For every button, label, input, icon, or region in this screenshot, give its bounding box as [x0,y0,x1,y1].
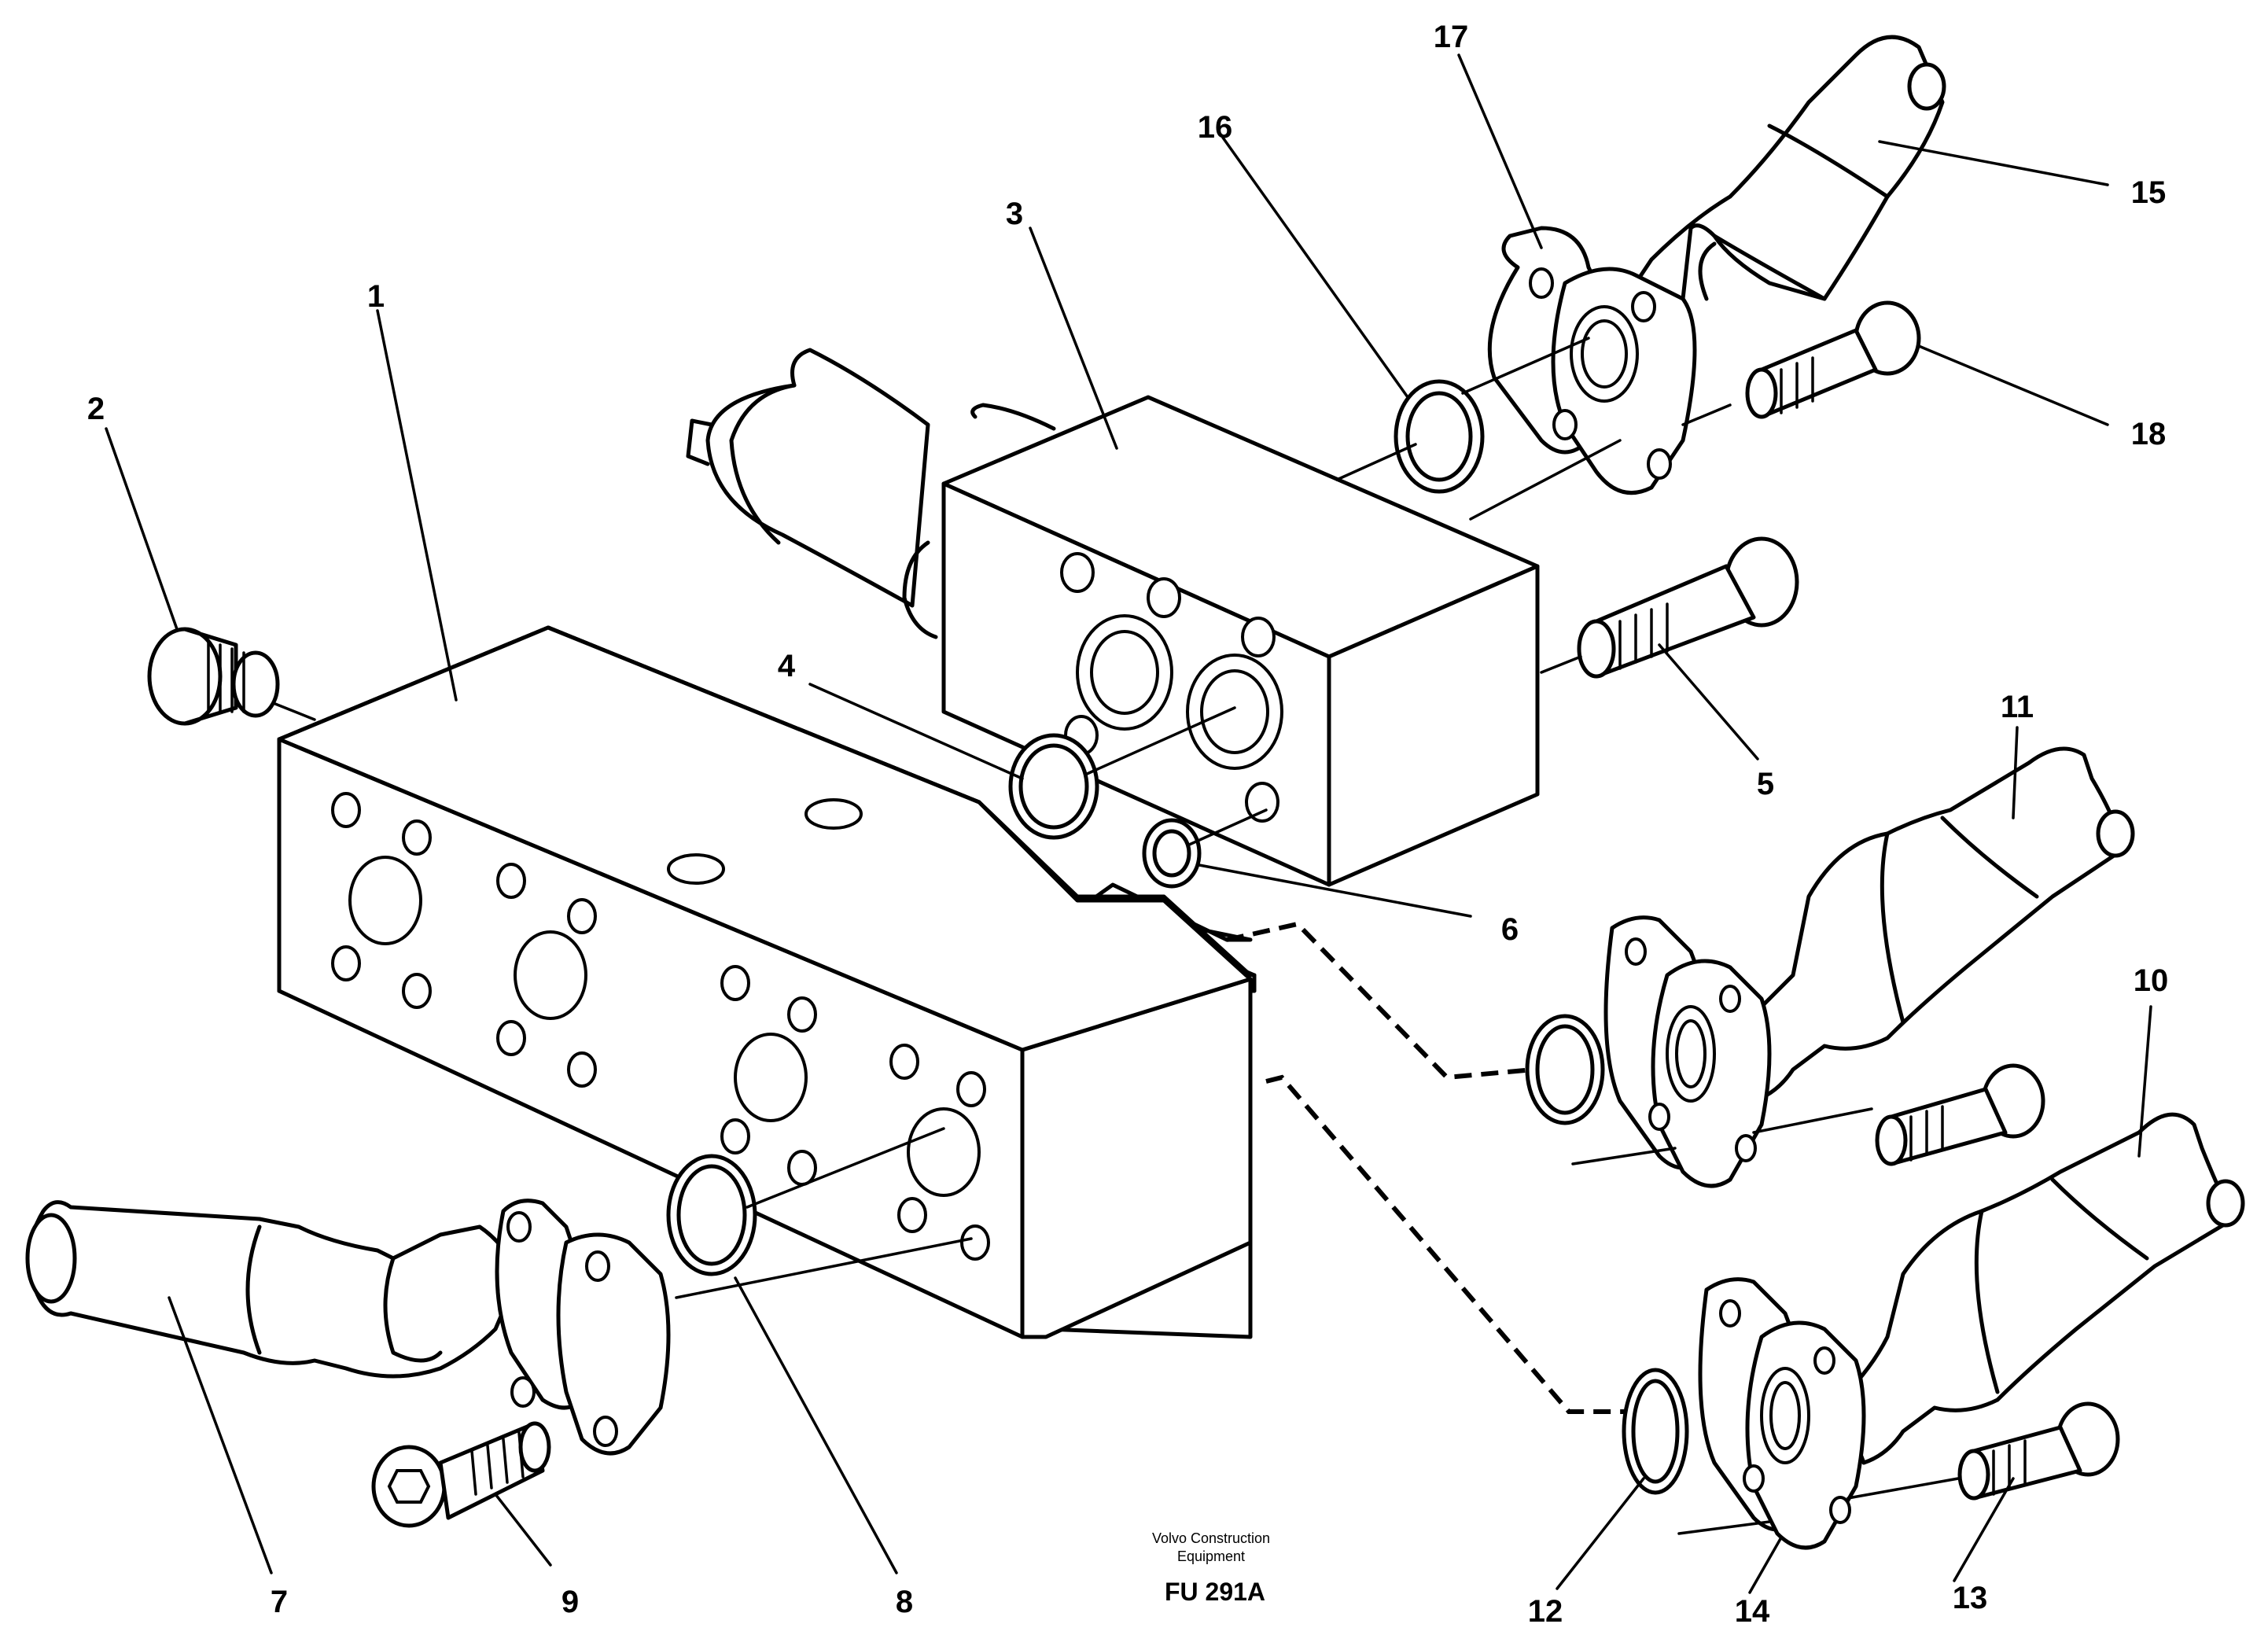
part-number-labels: 1 2 3 4 5 6 7 8 9 10 11 12 13 14 15 16 1… [87,20,2168,1629]
caption-line-1: Volvo Construction [1152,1530,1270,1546]
part-label-17: 17 [1434,20,1469,54]
valve-block-upper [686,348,1540,887]
diagram-caption: Volvo Construction Equipment FU 291A [1152,1530,1270,1606]
part-label-14: 14 [1735,1594,1770,1629]
part-label-12: 12 [1528,1594,1563,1629]
o-ring-part-4 [1008,733,1099,840]
part-label-8: 8 [896,1585,913,1619]
part-label-1: 1 [367,279,385,314]
part-label-11: 11 [2001,690,2034,724]
part-label-4: 4 [778,649,796,683]
caption-code: FU 291A [1165,1578,1265,1606]
hose-assembly-right-10 [1622,1112,2245,1550]
leader-lines [105,53,2152,1594]
valve-block-main [277,625,1257,1339]
hose-assembly-upper [1335,35,1946,521]
part-label-16: 16 [1198,110,1233,145]
caption-line-2: Equipment [1177,1548,1245,1564]
part-label-9: 9 [561,1585,579,1619]
part-label-5: 5 [1757,767,1774,801]
part-label-18: 18 [2131,417,2167,451]
part-label-3: 3 [1006,197,1023,231]
part-label-10: 10 [2134,963,2169,998]
bolt-part-5 [1540,536,1799,679]
dashed-route-upper [1226,921,1534,1081]
dashed-route-lower [1265,1074,1624,1414]
part-label-6: 6 [1501,912,1519,947]
o-ring-part-6-inner [1152,829,1191,878]
part-label-2: 2 [87,392,105,426]
part-label-7: 7 [271,1585,288,1619]
o-ring-part-4-inner [1018,743,1089,830]
part-label-15: 15 [2131,175,2167,210]
hose-assembly-right-11 [1525,746,2135,1188]
part-label-13: 13 [1953,1581,1988,1615]
alignment-lines-4-6 [1084,706,1268,847]
hose-assembly-left [25,1127,973,1528]
plug-part-2 [147,627,316,726]
